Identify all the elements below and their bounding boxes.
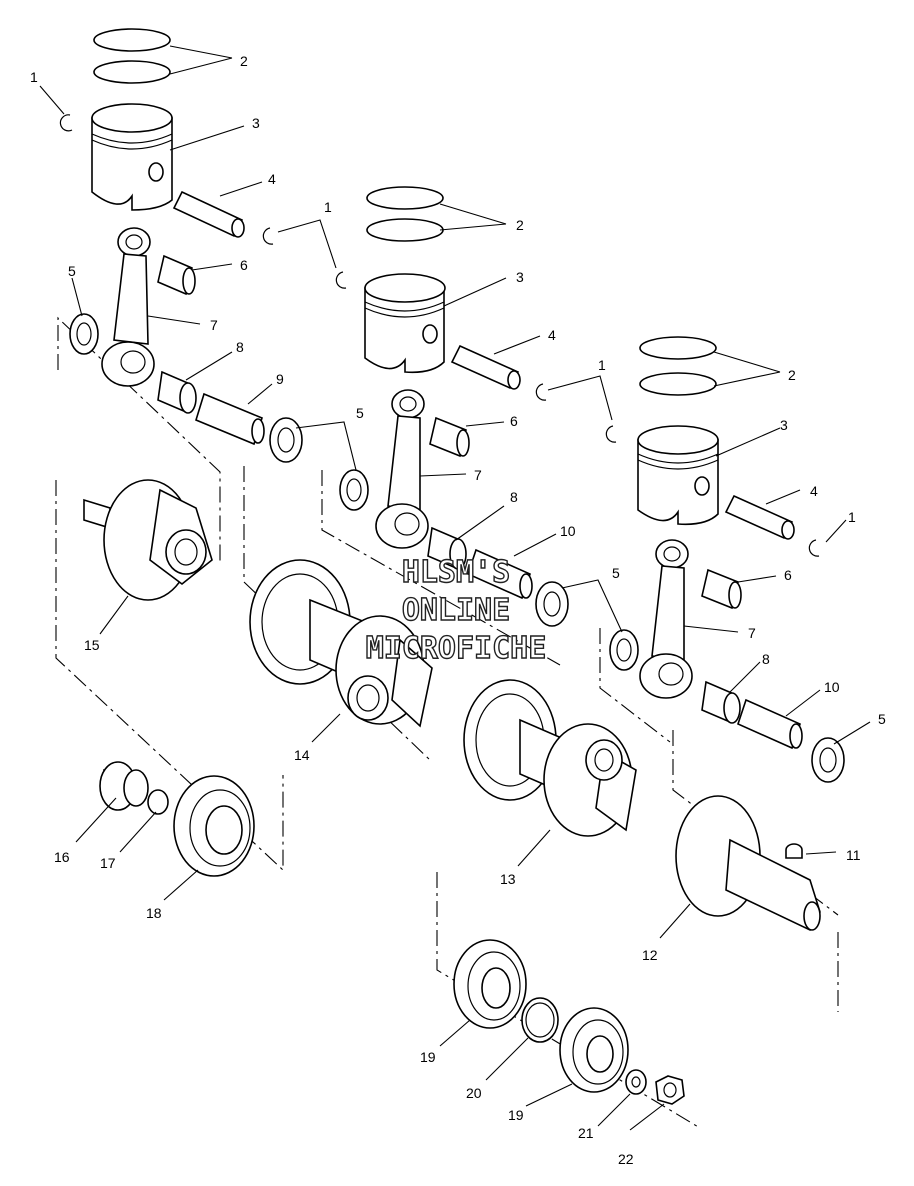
callout-14: 14 (294, 747, 310, 763)
thrust-washer-2 (269, 417, 303, 463)
callout-15: 15 (84, 637, 100, 653)
nut (655, 1075, 685, 1105)
woodruff-key (785, 843, 803, 859)
callout-4: 4 (268, 171, 276, 187)
watermark-line-2: ONLINE (402, 593, 510, 628)
callout-16: 16 (54, 849, 70, 865)
callout-1: 1 (30, 69, 38, 85)
watermark: HLSM'S ONLINE MICROFICHE (365, 554, 547, 666)
callout-19: 19 (508, 1107, 524, 1123)
callout-17: 17 (100, 855, 116, 871)
spacer-ring (521, 997, 559, 1043)
callout-3: 3 (780, 417, 788, 433)
callout-4: 4 (548, 327, 556, 343)
callout-1: 1 (324, 199, 332, 215)
needle-bearing-small-1 (157, 254, 196, 296)
callout-6: 6 (510, 413, 518, 429)
callout-12: 12 (642, 947, 658, 963)
thrust-washer-5 (609, 629, 639, 671)
callout-6: 6 (784, 567, 792, 583)
callout-8: 8 (236, 339, 244, 355)
callout-5: 5 (356, 405, 364, 421)
callout-7: 7 (210, 317, 218, 333)
thrust-washer-1 (69, 313, 99, 355)
connecting-rod-3 (639, 539, 693, 699)
piston-3 (637, 425, 719, 526)
callout-9: 9 (276, 371, 284, 387)
piston-ring-3 (639, 336, 717, 396)
bearing-sleeve (99, 761, 149, 811)
callout-20: 20 (466, 1085, 482, 1101)
crank-pin-3 (737, 698, 803, 750)
piston-ring-2 (366, 186, 444, 242)
circlip-3b (808, 539, 820, 557)
circlip-2b (535, 383, 547, 401)
thrust-washer-4 (535, 581, 569, 627)
crankshaft-section-right (463, 679, 637, 837)
washer (625, 1069, 647, 1095)
thrust-washer-3 (339, 469, 369, 511)
callout-19: 19 (420, 1049, 436, 1065)
thrust-washer-6 (811, 737, 845, 783)
callout-5: 5 (612, 565, 620, 581)
piston-pin-3 (724, 494, 795, 540)
circlip-1 (59, 114, 73, 132)
callout-4: 4 (810, 483, 818, 499)
circlip-2 (335, 271, 347, 289)
connecting-rod-2 (375, 389, 429, 549)
callout-8: 8 (762, 651, 770, 667)
main-bearing-right-2 (559, 1007, 629, 1093)
needle-bearing-large-1 (157, 370, 197, 414)
callout-3: 3 (252, 115, 260, 131)
callout-22: 22 (618, 1151, 634, 1167)
callout-7: 7 (474, 467, 482, 483)
callout-3: 3 (516, 269, 524, 285)
callout-7: 7 (748, 625, 756, 641)
piston-ring-1 (93, 28, 171, 84)
callout-10: 10 (824, 679, 840, 695)
needle-bearing-small-2 (429, 416, 470, 458)
callout-labels: 1 2 3 4 1 2 3 4 1 2 3 4 1 5 6 7 8 9 5 6 … (30, 53, 886, 1167)
callout-6: 6 (240, 257, 248, 273)
callout-2: 2 (516, 217, 524, 233)
callout-5: 5 (68, 263, 76, 279)
callout-2: 2 (788, 367, 796, 383)
callout-13: 13 (500, 871, 516, 887)
callout-18: 18 (146, 905, 162, 921)
main-bearing-right-1 (453, 939, 527, 1029)
crank-pin-2 (467, 548, 533, 600)
callout-10: 10 (560, 523, 576, 539)
callout-11: 11 (846, 847, 861, 863)
piston-pin-1 (172, 190, 245, 238)
callout-1: 1 (598, 357, 606, 373)
leader-lines (39, 45, 871, 1131)
circlip-1b (262, 227, 274, 245)
connecting-rod-1 (101, 227, 155, 387)
o-ring (147, 789, 169, 815)
watermark-line-1: HLSM'S (402, 555, 510, 590)
piston-pin-2 (450, 344, 521, 390)
crankshaft-section-center (249, 559, 433, 728)
crankshaft-end-pto-side (675, 795, 821, 932)
callout-1: 1 (848, 509, 856, 525)
piston-1 (91, 103, 173, 211)
callout-8: 8 (510, 489, 518, 505)
needle-bearing-large-3 (701, 680, 741, 724)
circlip-3 (605, 425, 617, 443)
watermark-line-3: MICROFICHE (366, 631, 547, 666)
main-bearing-left (173, 775, 255, 877)
crankshaft-end-flywheel-side (83, 479, 213, 601)
piston-2 (364, 273, 446, 374)
needle-bearing-small-3 (701, 568, 742, 610)
callout-2: 2 (240, 53, 248, 69)
callout-5: 5 (878, 711, 886, 727)
crank-pin-1 (195, 392, 265, 446)
callout-21: 21 (578, 1125, 594, 1141)
